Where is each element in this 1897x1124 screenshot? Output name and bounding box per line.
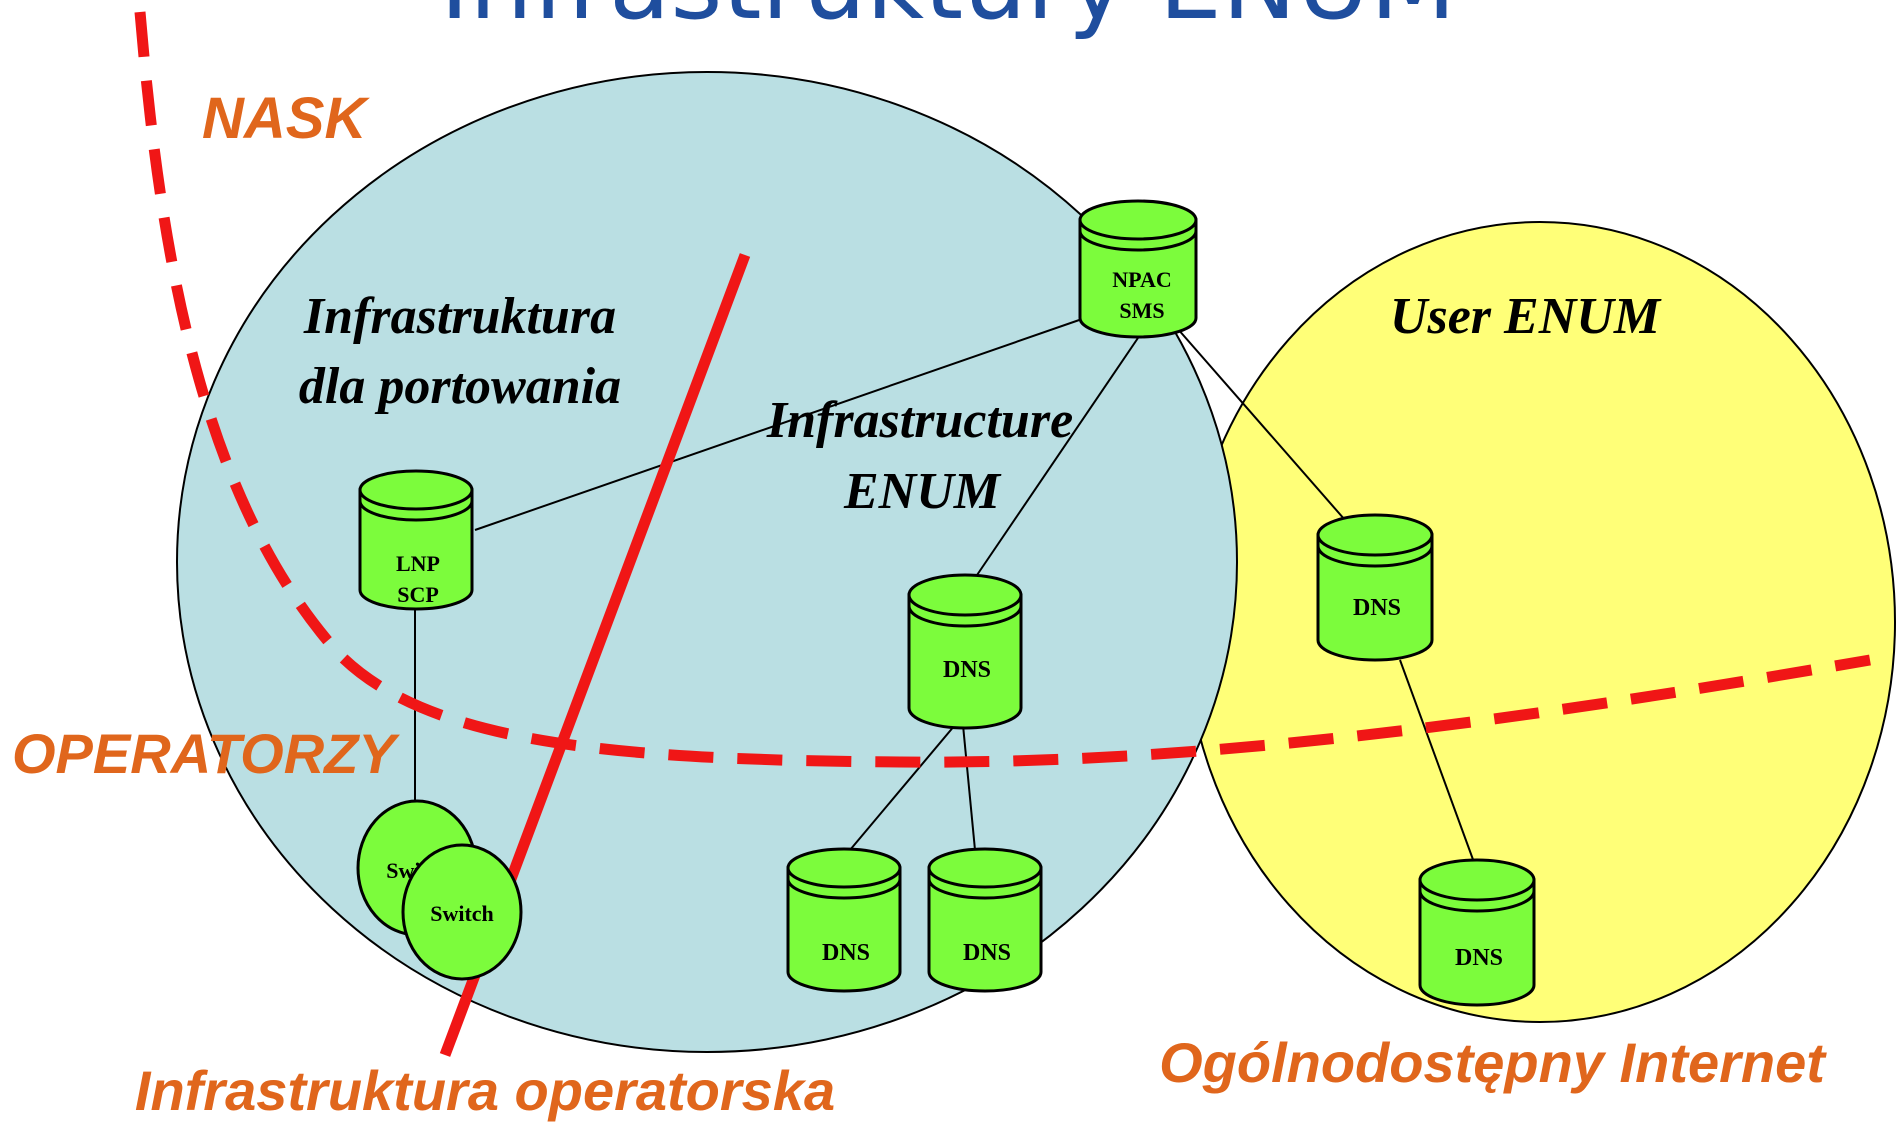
lnp-label-line2: SCP (397, 582, 439, 607)
nask-region-label: NASK (202, 86, 370, 151)
link-npac-dns-infra (974, 334, 1141, 579)
infra-enum-label-line2: ENUM (843, 463, 1002, 520)
link-npac-dns-user (1169, 319, 1346, 521)
database-cylinder-icon (1418, 858, 1536, 1007)
dns-node-user-top: DNS (1316, 513, 1434, 662)
dns-node-user-bottom: DNS (1418, 858, 1536, 1007)
link-dns-dns-left (849, 724, 956, 851)
npac-label-line2: SMS (1119, 298, 1164, 323)
dns-node-infra-top: DNS (907, 573, 1023, 730)
page-title: Infrastruktury ENUM (440, 0, 1456, 42)
switch-node-front: Switch (401, 843, 523, 981)
dns-node-infra-right: DNS (927, 847, 1043, 993)
dns-label: DNS (963, 940, 1011, 966)
infra-enum-label-line1: Infrastructure (766, 392, 1073, 449)
database-cylinder-icon (1078, 199, 1198, 339)
database-cylinder-icon (927, 847, 1043, 993)
nask-operator-boundary (134, 11, 1871, 768)
infrastructure-circle (176, 71, 1238, 1053)
npac-sms-node: NPAC SMS (1078, 199, 1198, 339)
dns-label: DNS (943, 657, 991, 683)
lnp-label-line1: LNP (396, 551, 440, 576)
operator-infra-label: Infrastruktura operatorska (135, 1059, 835, 1122)
porting-infra-label-line2: dla portowania (299, 358, 621, 415)
link-lnp-npac (474, 317, 1086, 531)
dns-label: DNS (1353, 595, 1401, 621)
dns-label: DNS (1455, 945, 1503, 971)
database-cylinder-icon (907, 573, 1023, 730)
npac-label-line1: NPAC (1112, 267, 1171, 292)
switch-circle-icon (401, 843, 523, 981)
lnp-scp-node: LNP SCP (358, 469, 474, 611)
link-userdns-dns (1399, 659, 1476, 866)
database-cylinder-icon (786, 847, 902, 993)
dns-node-infra-left: DNS (786, 847, 902, 993)
connection-lines (414, 317, 1476, 866)
public-internet-label: Ogólnodostępny Internet (1159, 1031, 1827, 1094)
link-dns-dns-right (962, 724, 976, 851)
porting-infra-label-line1: Infrastruktura (303, 288, 616, 345)
switch-label: Switch (430, 901, 494, 926)
dns-label: DNS (822, 940, 870, 966)
operators-region-label: OPERATORZY (12, 722, 400, 785)
user-enum-label: User ENUM (1390, 288, 1662, 345)
database-cylinder-icon (358, 469, 474, 611)
database-cylinder-icon (1316, 513, 1434, 662)
